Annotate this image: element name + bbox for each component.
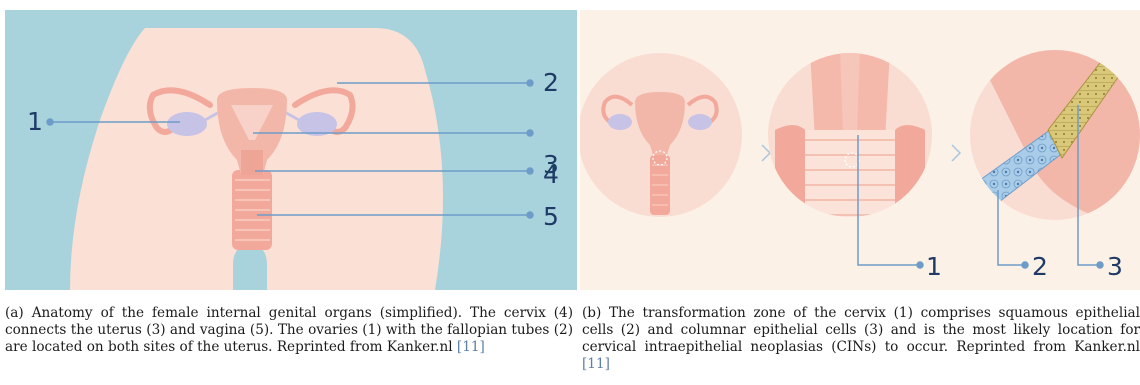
vagina [232,170,272,250]
callout-label-1: 1 [926,254,942,279]
callout-label-1: 1 [27,109,43,134]
callout-label-2: 2 [543,70,559,95]
caption-a-text: (a) Anatomy of the female internal genit… [5,305,573,355]
citation-link[interactable]: [11] [582,356,610,372]
figure-panel-a: 1 2 3 4 5 [5,10,577,290]
figure-panel-b: 1 2 3 [580,10,1140,290]
callout-label-4: 4 [543,162,559,187]
citation-link[interactable]: [11] [457,339,485,355]
zoom-arrow-2 [952,145,960,161]
caption-b: (b) The transformation zone of the cervi… [582,305,1140,373]
transformation-zone-illustration [580,10,1140,290]
callout-label-3: 3 [1107,254,1123,279]
caption-b-text: (b) The transformation zone of the cervi… [582,305,1140,355]
callout-label-5: 5 [543,204,559,229]
ovary-left [167,112,207,136]
caption-a: (a) Anatomy of the female internal genit… [5,305,573,356]
callout-label-2: 2 [1032,254,1048,279]
female-anatomy-illustration [5,10,577,290]
zoom-arrow-1 [762,145,770,161]
